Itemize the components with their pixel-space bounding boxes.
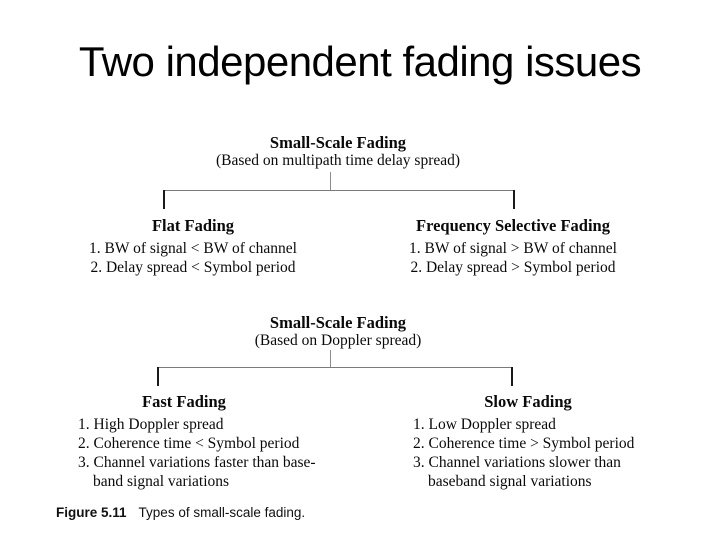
branch-fast-fading-list: 1. High Doppler spread 2. Coherence time…	[34, 415, 334, 491]
list-item: 2. Delay spread < Symbol period	[90, 259, 296, 276]
branch-fast-fading-heading: Fast Fading	[142, 392, 226, 411]
diagram-2-connector-bar	[157, 367, 513, 368]
diagram-2-connector-drop-right	[511, 367, 513, 386]
diagram-2-connector-stem	[330, 350, 331, 367]
diagram-2-root-title: Small-Scale Fading	[269, 313, 407, 332]
list-item: 2. Coherence time < Symbol period	[78, 435, 300, 452]
list-item: 1. High Doppler spread	[78, 416, 224, 433]
diagram-1-root-subtitle: (Based on multipath time delay spread)	[215, 152, 461, 169]
branch-frequency-selective-fading-heading: Frequency Selective Fading	[415, 216, 610, 235]
branch-fast-fading: Fast Fading 1. High Doppler spread 2. Co…	[34, 392, 334, 491]
list-item: 1. BW of signal < BW of channel	[89, 240, 297, 257]
list-item: 1. Low Doppler spread	[413, 416, 556, 433]
figure-caption: Figure 5.11 Types of small-scale fading.	[56, 505, 305, 520]
list-item-continuation: baseband signal variations	[428, 473, 592, 490]
diagram-2-root-subtitle: (Based on Doppler spread)	[254, 332, 422, 349]
list-item: 3. Channel variations slower than	[413, 454, 621, 471]
branch-flat-fading-heading: Flat Fading	[151, 216, 235, 235]
diagram-1-connector-bar	[163, 190, 515, 191]
branch-frequency-selective-fading-list: 1. BW of signal > BW of channel 2. Delay…	[358, 239, 668, 277]
diagram-1-connector-drop-left	[163, 190, 165, 209]
branch-frequency-selective-fading: Frequency Selective Fading 1. BW of sign…	[358, 216, 668, 277]
page-title: Two independent fading issues	[78, 38, 642, 85]
diagram-1-connector-drop-right	[513, 190, 515, 209]
list-item: 2. Delay spread > Symbol period	[410, 259, 616, 276]
diagram-2-connector-drop-left	[157, 367, 159, 386]
branch-flat-fading: Flat Fading 1. BW of signal < BW of chan…	[38, 216, 348, 277]
figure-caption-label: Figure 5.11	[56, 505, 127, 520]
figure-caption-text: Types of small-scale fading.	[138, 505, 306, 520]
branch-slow-fading: Slow Fading 1. Low Doppler spread 2. Coh…	[378, 392, 678, 491]
list-item-continuation: band signal variations	[93, 473, 230, 490]
branch-flat-fading-list: 1. BW of signal < BW of channel 2. Delay…	[38, 239, 348, 277]
list-item: 3. Channel variations faster than base-	[78, 454, 316, 471]
diagram-1-connector-stem	[330, 172, 331, 190]
diagram-1-root-title: Small-Scale Fading	[269, 133, 407, 152]
list-item: 2. Coherence time > Symbol period	[413, 435, 635, 452]
branch-slow-fading-heading: Slow Fading	[484, 392, 572, 411]
list-item: 1. BW of signal > BW of channel	[409, 240, 617, 257]
branch-slow-fading-list: 1. Low Doppler spread 2. Coherence time …	[378, 415, 678, 491]
